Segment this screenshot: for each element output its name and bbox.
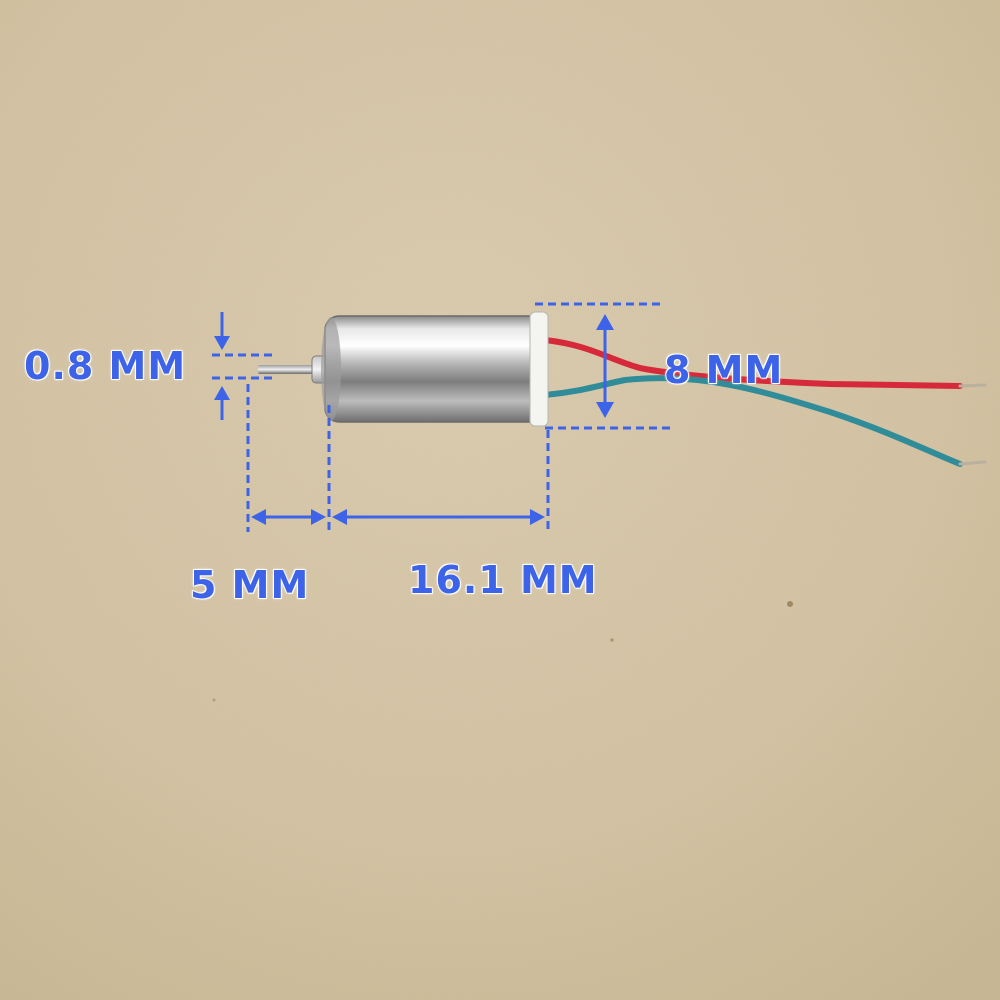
- motor-can: [324, 315, 544, 423]
- red-wire: [542, 337, 963, 389]
- paper-speck: [212, 698, 216, 702]
- motor-shaft: [258, 365, 320, 374]
- motor-front-face: [321, 317, 341, 421]
- arrow-heads: [214, 314, 614, 525]
- arrow-head-up: [214, 386, 230, 400]
- shaft-diameter-label: 0.8 MM: [23, 343, 187, 389]
- arrow-head-left: [332, 509, 347, 525]
- body-diameter-label: 8 MM: [663, 347, 784, 393]
- motor-rear-cap: [529, 311, 549, 427]
- arrow-head-down: [214, 336, 230, 350]
- shaft-length-label: 5 MM: [189, 562, 310, 608]
- red-wire-tip: [958, 383, 987, 388]
- arrow-head-down: [596, 402, 614, 418]
- arrow-head-left: [251, 509, 266, 525]
- teal-wire-tip: [958, 460, 987, 466]
- arrow-head-right: [530, 509, 545, 525]
- body-length-label: 16.1 MM: [407, 557, 598, 603]
- teal-wire: [542, 375, 963, 467]
- arrow-head-right: [311, 509, 326, 525]
- paper-speck: [610, 638, 614, 642]
- paper-speck: [787, 601, 793, 607]
- arrow-head-up: [596, 314, 614, 330]
